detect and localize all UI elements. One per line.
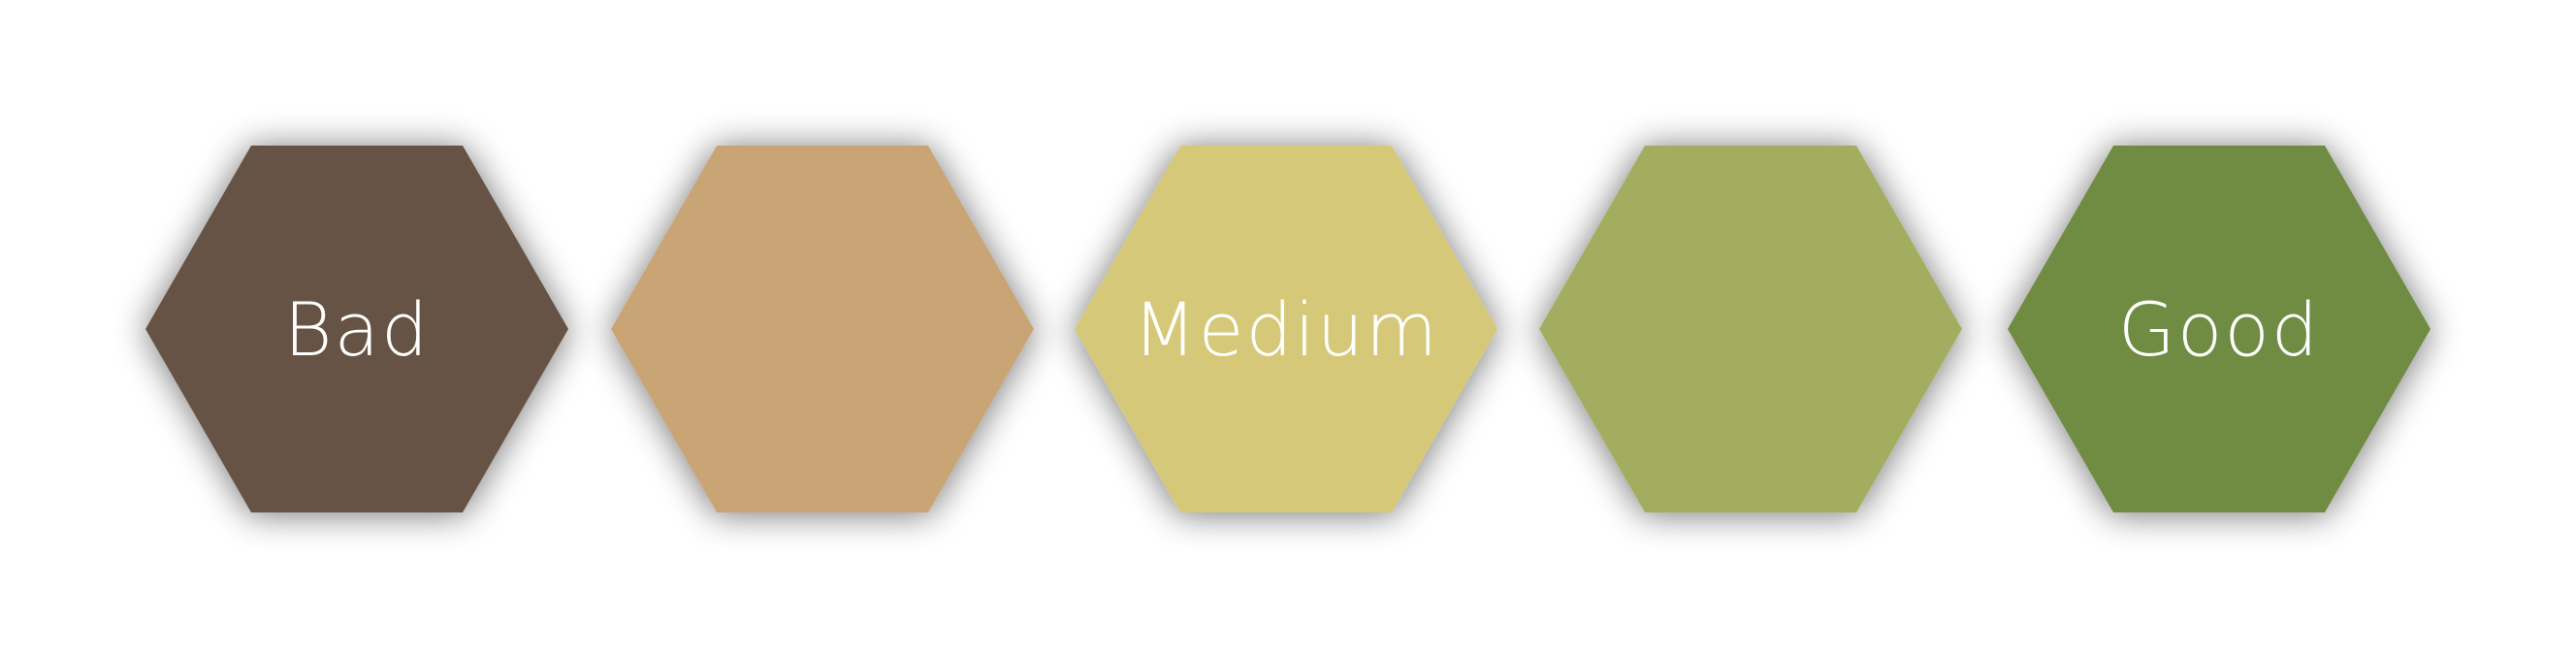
hexagon-2 bbox=[611, 146, 1034, 512]
hexagon-good-shape bbox=[2008, 146, 2431, 512]
hexagon-medium: Medium bbox=[1075, 146, 1497, 512]
hexagon-medium-shape bbox=[1075, 146, 1497, 512]
hexagon-4 bbox=[1539, 146, 1962, 512]
hexagon-polygon bbox=[1539, 146, 1962, 512]
hexagon-polygon bbox=[1075, 146, 1497, 512]
hexagon-2-shape bbox=[611, 146, 1034, 512]
hexagon-polygon bbox=[2008, 146, 2431, 512]
hexagon-polygon bbox=[145, 146, 568, 512]
hexagon-good: Good bbox=[2008, 146, 2431, 512]
hexagon-bad-shape bbox=[145, 146, 568, 512]
hexagon-4-shape bbox=[1539, 146, 1962, 512]
hexagon-bad: Bad bbox=[145, 146, 568, 512]
hexagon-polygon bbox=[611, 146, 1034, 512]
